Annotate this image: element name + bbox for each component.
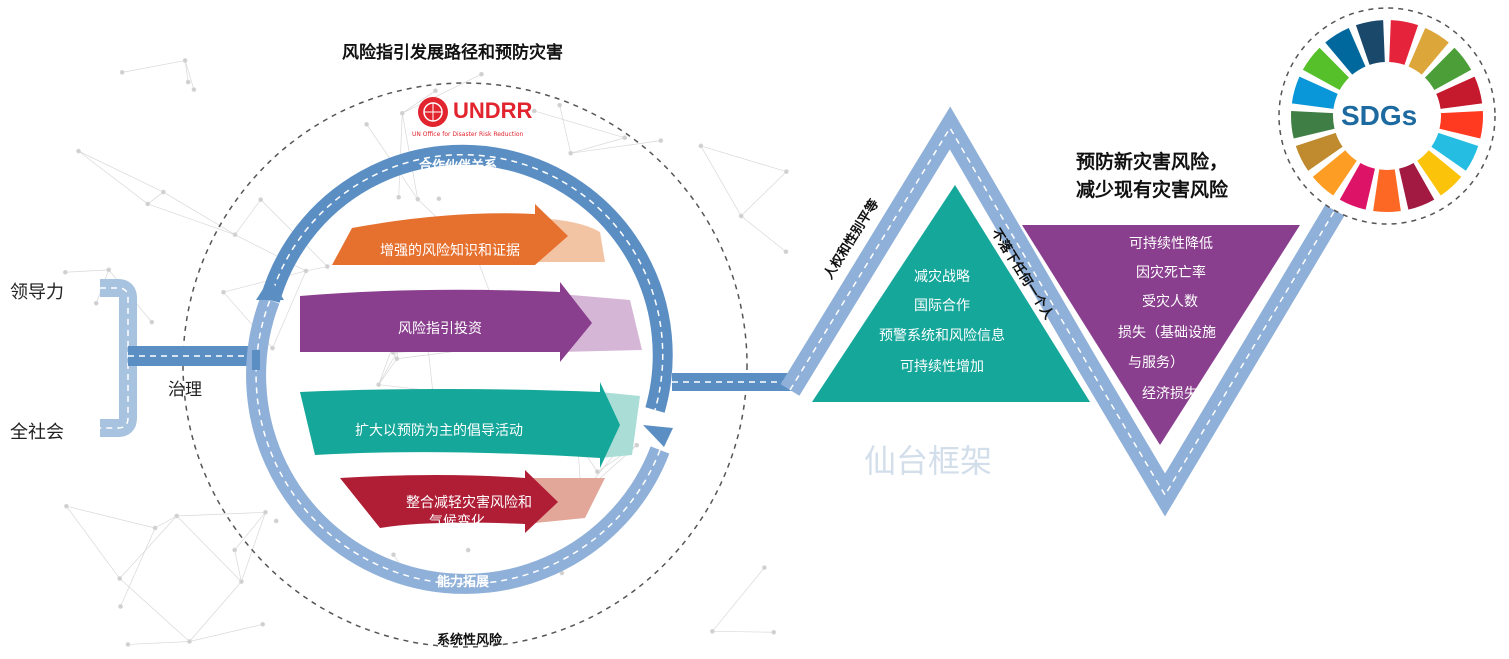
arrow-label-integration: 整合减轻灾害风险和	[406, 495, 532, 511]
sdg-wheel	[1278, 7, 1496, 225]
teal-item: 可持续性增加	[900, 359, 984, 375]
purple-item: 与服务）	[1128, 355, 1184, 371]
purple-item: 经济损失	[1142, 386, 1198, 402]
framework-zigzag	[780, 106, 1345, 517]
arrow-band	[340, 470, 558, 533]
governance-label: 治理	[168, 380, 202, 400]
sdg-segment	[1302, 47, 1350, 91]
purple-item: 受灾人数	[1142, 294, 1198, 310]
sdg-segment	[1417, 150, 1462, 196]
arrow-label-integration-line2: 气候变化	[429, 514, 485, 530]
sdgs-label: SDGs	[1341, 100, 1418, 131]
sdg-segment	[1389, 20, 1419, 65]
systemic-risk-circle	[182, 82, 748, 648]
sdg-segment	[1325, 27, 1366, 75]
sdg-segment	[1424, 47, 1472, 91]
purple-item: 因灾死亡率	[1136, 265, 1206, 281]
purple-item: 可持续性降低	[1129, 236, 1213, 252]
purple-item: 损失（基础设施	[1118, 325, 1216, 341]
governance-bracket	[100, 279, 258, 437]
arrow-band	[300, 382, 620, 468]
leadership-label: 领导力	[10, 282, 64, 303]
arrow-band	[332, 204, 568, 265]
sdg-segment	[1339, 163, 1375, 210]
goal-line-2: 减少现有灾害风险	[1076, 179, 1229, 201]
partnership-label: 合作伙伴关系	[419, 159, 498, 174]
goal-line-1: 预防新灾害风险，	[1076, 151, 1229, 173]
diagram-title: 风险指引发展路径和预防灾害	[342, 43, 563, 63]
undrr-logo-subtitle: UN Office for Disaster Risk Reduction	[412, 131, 524, 138]
sdg-segment	[1436, 76, 1483, 109]
sdg-segment	[1439, 110, 1484, 139]
partnership-ring	[246, 144, 673, 594]
sdg-segment	[1408, 27, 1449, 75]
teal-item: 减灾战略	[914, 269, 970, 285]
capacity-label: 能力拓展	[437, 575, 490, 590]
arrow-label-knowledge: 增强的风险知识和证据	[380, 243, 520, 259]
sdg-segment	[1355, 20, 1385, 65]
arrow-label-advocacy: 扩大以预防为主的倡导活动	[355, 423, 523, 439]
sdg-segment	[1291, 110, 1335, 139]
un-emblem	[418, 97, 448, 127]
sdg-segment	[1312, 150, 1357, 196]
sdg-segment	[1431, 132, 1479, 171]
sdg-segment	[1295, 132, 1343, 171]
purple-triangle	[1022, 225, 1300, 445]
sdg-segment	[1373, 169, 1401, 212]
systemic-risk-label: 系统性风险	[437, 633, 503, 648]
undrr-logo-text: UNDRR	[453, 98, 533, 123]
sendai-framework-label: 仙台框架	[864, 442, 993, 480]
teal-item: 预警系统和风险信息	[879, 328, 1005, 344]
sdg-segment	[1291, 76, 1338, 109]
arrow-band	[300, 282, 592, 362]
whole-society-label: 全社会	[10, 422, 64, 443]
arrow-label-investment: 风险指引投资	[398, 321, 482, 337]
teal-triangle	[812, 185, 1090, 402]
teal-item: 国际合作	[914, 298, 970, 314]
sdg-segment	[1399, 163, 1435, 210]
